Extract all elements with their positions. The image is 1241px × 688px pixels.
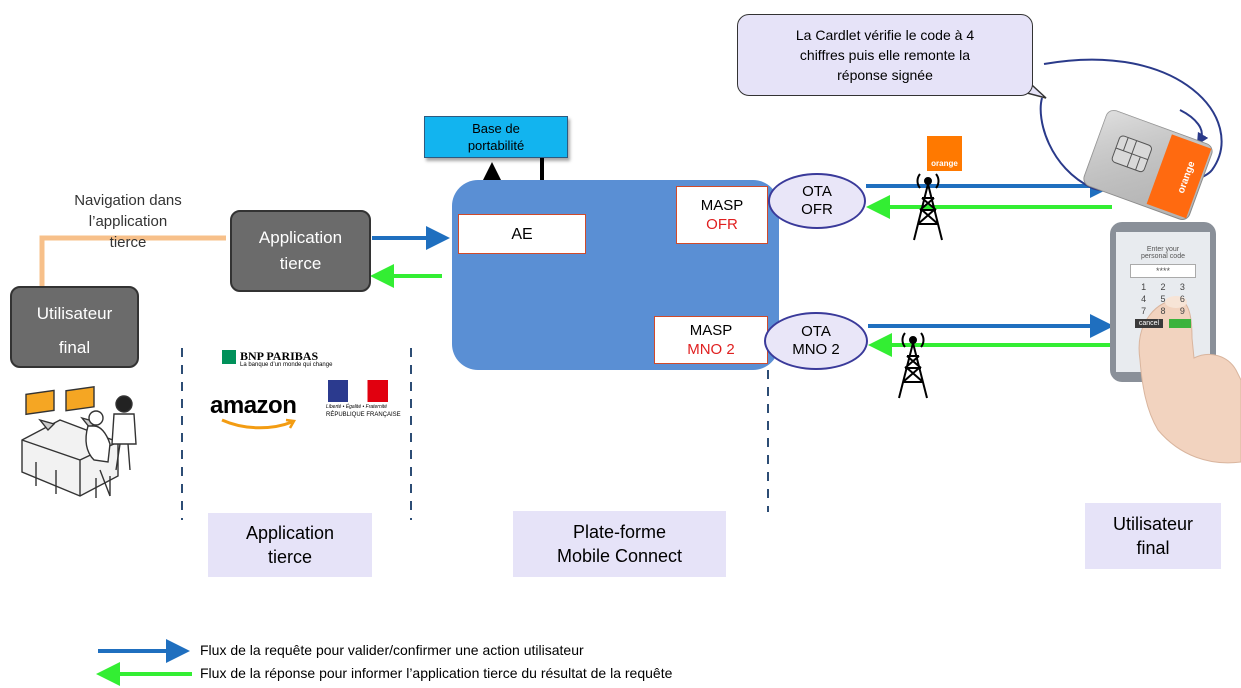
- label-platform-line1: Plate-forme: [572, 522, 667, 542]
- ota-mno2-node[interactable]: OTA MNO 2: [764, 312, 868, 370]
- portability-database-box[interactable]: Base de portabilité: [424, 116, 568, 158]
- navigation-label-line3: tierce: [109, 234, 147, 251]
- antenna-ofr-icon: [913, 173, 943, 241]
- phone-screen: Enter your personal code **** 1 2 3 4 5 …: [1116, 246, 1210, 366]
- orange-logo-text: orange: [931, 159, 958, 168]
- orange-logo: orange: [927, 136, 962, 171]
- ota-ofr-line1: OTA: [802, 183, 832, 200]
- bnp-tagline: La banque d’un monde qui change: [240, 362, 333, 368]
- ae-label: AE: [511, 225, 533, 243]
- end-user-box[interactable]: Utilisateur final: [10, 286, 139, 368]
- bnp-paribas-logo: BNP PARIBAS La banque d’un monde qui cha…: [222, 349, 342, 372]
- portability-box-line1: Base de: [472, 121, 520, 136]
- users-at-computers-icon: [21, 385, 137, 498]
- label-third-party-app: Application tierce: [208, 513, 372, 577]
- phone-keypad: 1 2 3 4 5 6 7 8 9: [1134, 282, 1192, 316]
- phone-key[interactable]: 6: [1179, 294, 1185, 304]
- amazon-logo: amazon: [210, 392, 306, 432]
- phone-prompt-line2: personal code: [1141, 253, 1185, 260]
- antenna-mno2-icon: [898, 332, 928, 399]
- amazon-smile-icon: [221, 418, 297, 430]
- navigation-arrow: [39, 235, 226, 286]
- phone-code-field[interactable]: ****: [1130, 264, 1196, 278]
- masp-mno2-line1: MASP: [689, 322, 733, 339]
- phone-key[interactable]: 2: [1160, 282, 1166, 292]
- ota-mno2-line2: MNO 2: [792, 341, 840, 358]
- label-end-user-line2: final: [1136, 538, 1170, 558]
- legend-response-text: Flux de la réponse pour informer l’appli…: [200, 665, 672, 681]
- hand-icon: [1138, 296, 1241, 464]
- masp-mno2-line2: MNO 2: [687, 341, 735, 358]
- navigation-label-line1: Navigation dans: [74, 192, 182, 209]
- third-party-app-box-line1: Application: [258, 228, 343, 247]
- phone-key[interactable]: 3: [1179, 282, 1185, 292]
- republique-motto: Liberté • Égalité • Fraternité: [326, 404, 388, 410]
- phone-key[interactable]: 1: [1141, 282, 1147, 292]
- masp-ofr-line2: OFR: [706, 216, 738, 233]
- masp-ofr-line1: MASP: [700, 197, 744, 214]
- phone-key[interactable]: 5: [1160, 294, 1166, 304]
- phone-code-value: ****: [1155, 266, 1170, 276]
- legend-response-label: Flux de la réponse pour informer l’appli…: [200, 665, 673, 681]
- masp-mno2-box[interactable]: MASP MNO 2: [654, 316, 768, 364]
- phone-prompt-line1: Enter your: [1146, 246, 1180, 253]
- portability-box-line2: portabilité: [467, 138, 525, 153]
- bubble-line1: La Cardlet vérifie le code à 4: [795, 27, 975, 43]
- cardlet-speech-bubble: La Cardlet vérifie le code à 4 chiffres …: [737, 14, 1033, 96]
- bnp-name: BNP PARIBAS: [240, 349, 319, 363]
- ae-box[interactable]: AE: [458, 214, 586, 254]
- marianne-flag-icon: [328, 380, 388, 402]
- third-party-app-box-line2: tierce: [279, 254, 322, 273]
- republique-name: RÉPUBLIQUE FRANÇAISE: [326, 412, 401, 418]
- sim-card-icon: [1083, 110, 1213, 220]
- bubble-line2: chiffres puis elle remonte la: [799, 47, 971, 63]
- label-end-user: Utilisateur final: [1085, 503, 1221, 569]
- end-user-box-line2: final: [58, 338, 91, 357]
- ota-ofr-line2: OFR: [801, 201, 833, 218]
- phone-cancel-button[interactable]: cancel: [1134, 319, 1164, 328]
- legend-request-label: Flux de la requête pour valider/confirme…: [200, 642, 584, 658]
- ota-mno2-line1: OTA: [801, 323, 831, 340]
- navigation-label: Navigation dans l’application tierce: [56, 190, 200, 253]
- amazon-wordmark: amazon: [210, 392, 297, 419]
- label-platform-line2: Mobile Connect: [556, 546, 683, 566]
- label-third-party-app-line2: tierce: [267, 547, 312, 567]
- label-platform: Plate-forme Mobile Connect: [513, 511, 726, 577]
- end-user-box-line1: Utilisateur: [36, 304, 113, 323]
- phone-ok-button[interactable]: OK: [1169, 319, 1192, 328]
- republique-francaise-logo: Liberté • Égalité • Fraternité RÉPUBLIQU…: [326, 380, 401, 424]
- label-third-party-app-line1: Application: [245, 523, 335, 543]
- phone-key[interactable]: 7: [1141, 306, 1147, 316]
- legend-request-text: Flux de la requête pour valider/confirme…: [200, 642, 584, 658]
- navigation-label-line2: l’application: [88, 213, 168, 230]
- phone-key[interactable]: 9: [1179, 306, 1185, 316]
- phone-key[interactable]: 8: [1160, 306, 1166, 316]
- bnp-star-icon: [222, 350, 236, 364]
- phone-key[interactable]: 4: [1141, 294, 1147, 304]
- masp-ofr-box[interactable]: MASP OFR: [676, 186, 768, 244]
- ota-ofr-node[interactable]: OTA OFR: [768, 173, 866, 229]
- label-end-user-line1: Utilisateur: [1112, 514, 1194, 534]
- bubble-line3: réponse signée: [837, 67, 933, 83]
- third-party-app-box[interactable]: Application tierce: [230, 210, 371, 292]
